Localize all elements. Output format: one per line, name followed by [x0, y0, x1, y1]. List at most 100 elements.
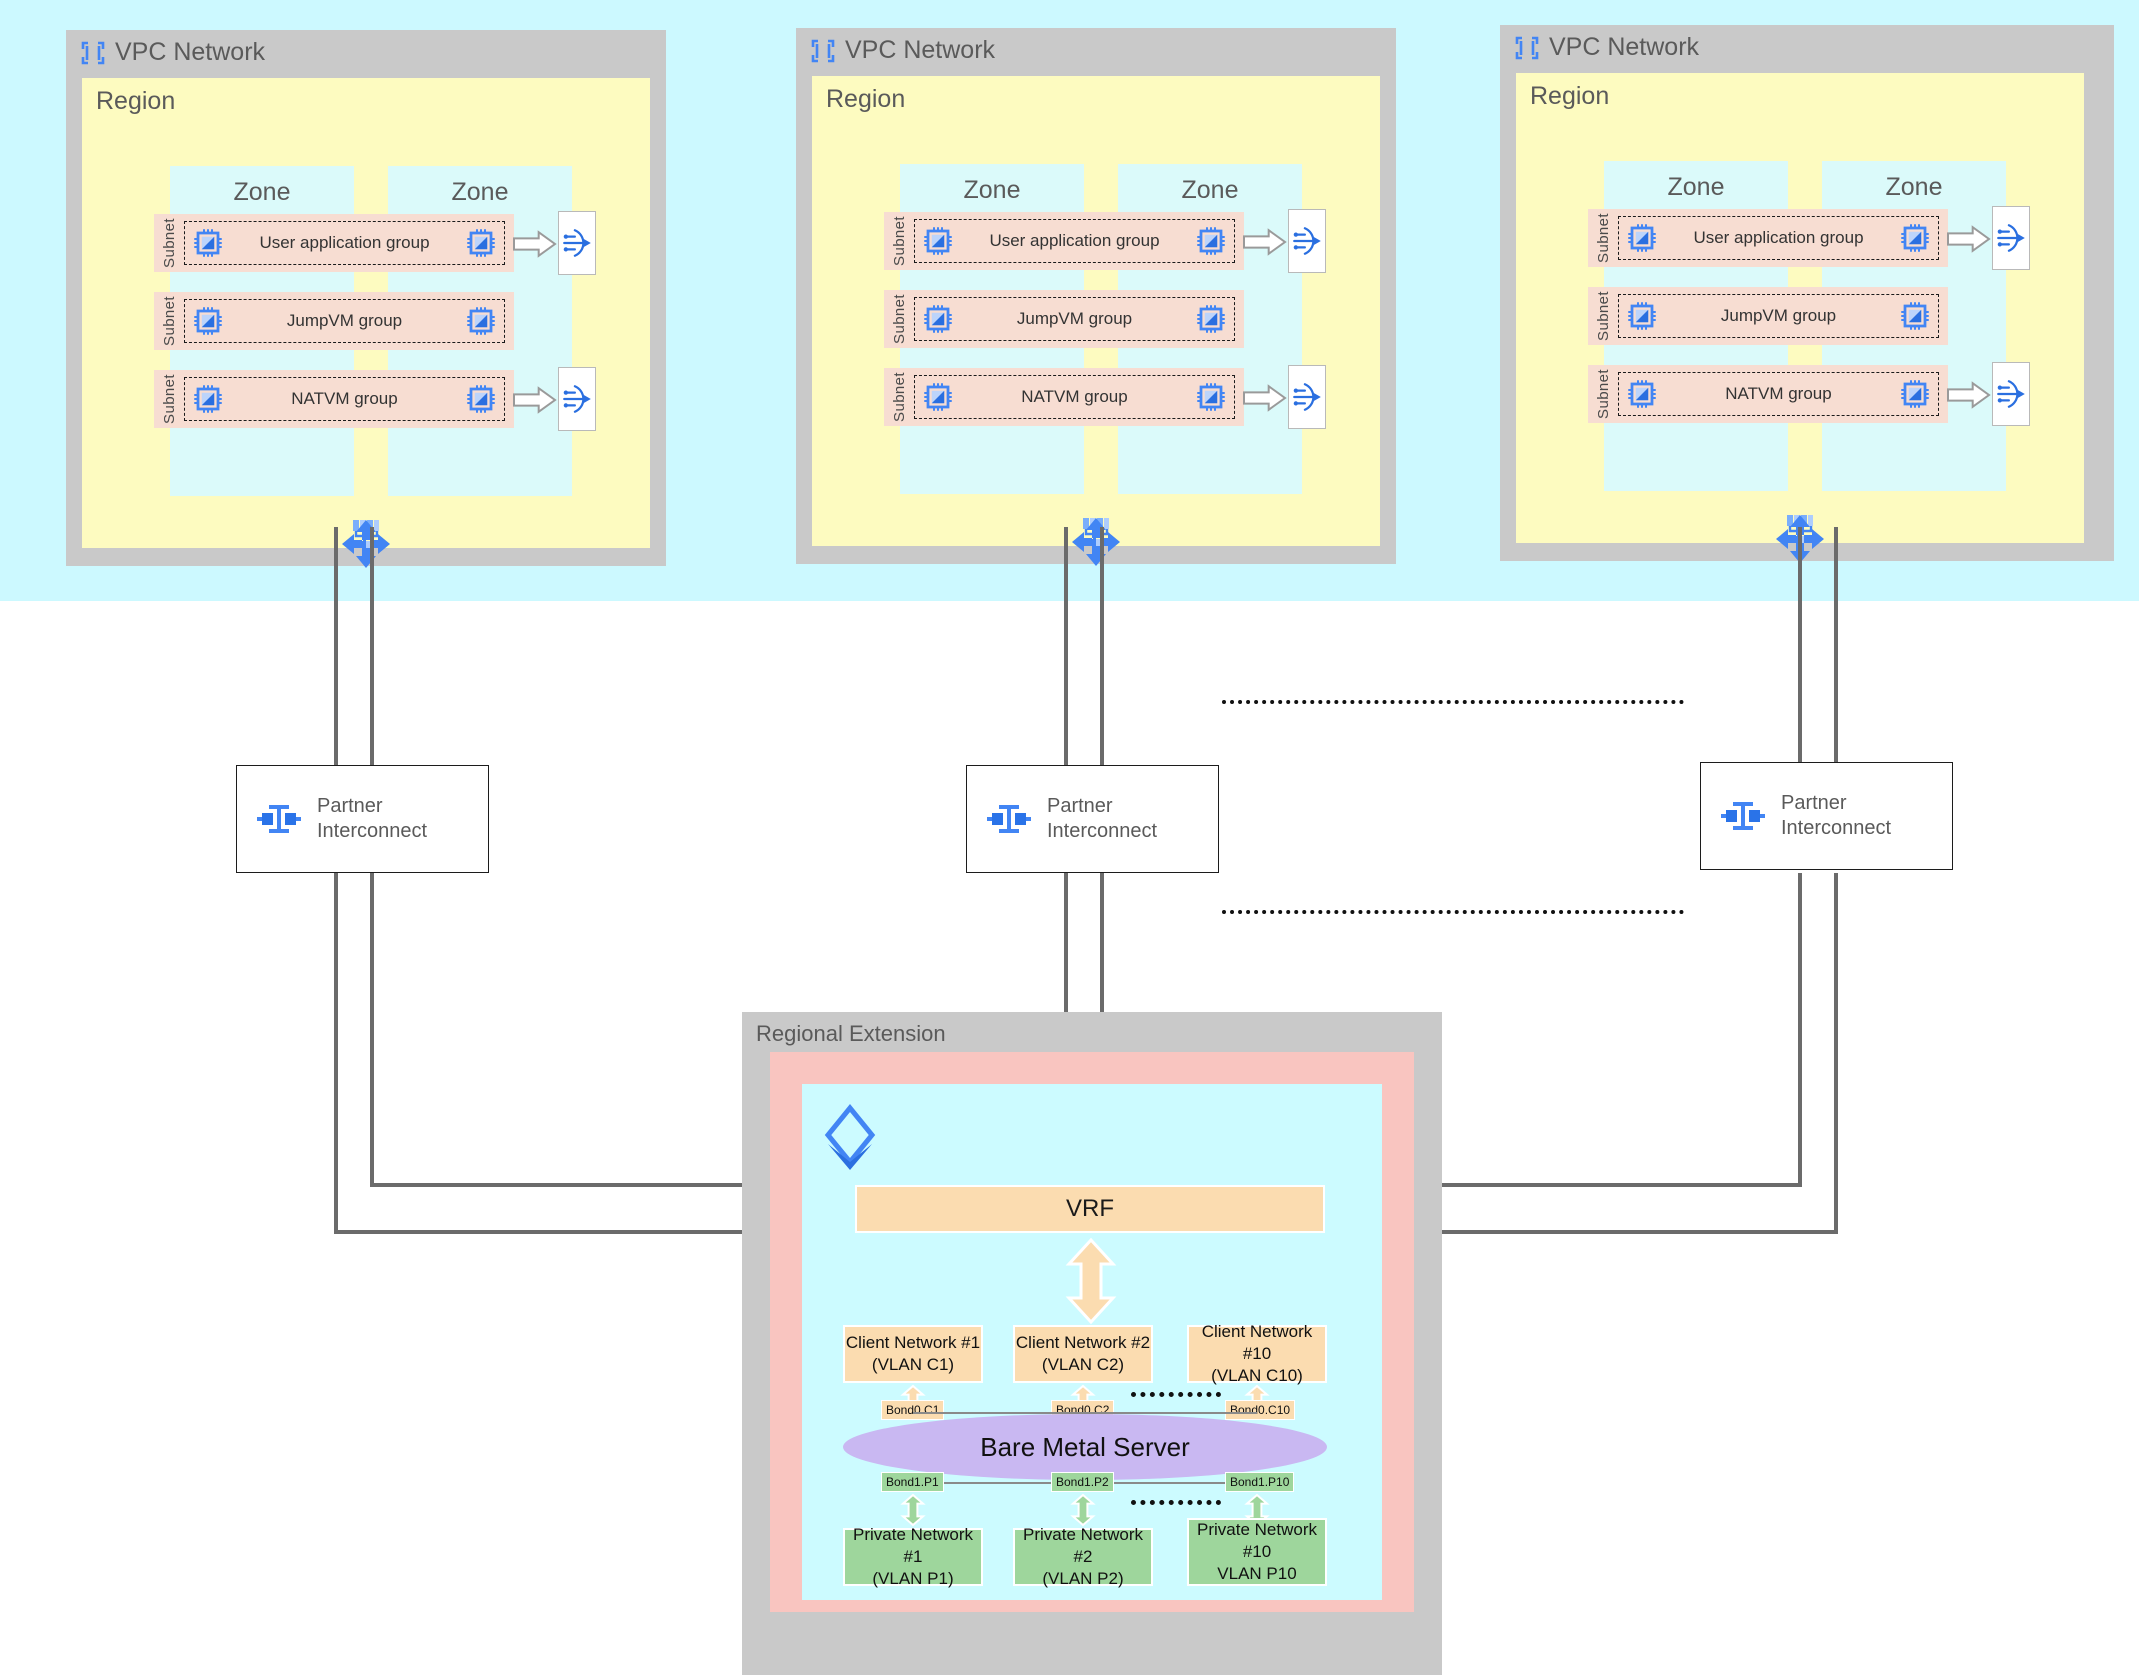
zone-label: Zone: [1181, 176, 1239, 204]
instance-group-label: JumpVM group: [1016, 309, 1133, 328]
vpc-title-row: VPC Network: [80, 38, 265, 67]
partner-interconnect-label-line2: Interconnect: [1047, 820, 1158, 842]
vpc-network-icon: [810, 38, 836, 64]
cloud-nat-gateway-box[interactable]: [558, 211, 596, 275]
private-network-link-arrow: [1070, 1493, 1096, 1527]
instance-group-2[interactable]: JumpVM group: [914, 297, 1235, 341]
cloud-nat-gateway-box[interactable]: [558, 367, 596, 431]
private-network-link-arrow: [900, 1493, 926, 1527]
bare-metal-server[interactable]: Bare Metal Server: [843, 1414, 1327, 1480]
egress-arrow: [512, 386, 558, 414]
private-network-name: Private Network: [1197, 1519, 1317, 1539]
instance-group-label: NATVM group: [291, 389, 398, 408]
vm-chip-icon: [1196, 304, 1226, 334]
bare-metal-server-label: Bare Metal Server: [980, 1431, 1190, 1462]
bond-label-private-2: Bond1.P2: [1051, 1472, 1114, 1492]
cloud-router-icon: [1070, 516, 1122, 568]
instance-group-1[interactable]: User application group: [1618, 216, 1939, 260]
vm-chip-icon: [193, 228, 223, 258]
client-network-1[interactable]: Client Network #1 (VLAN C1): [843, 1325, 983, 1383]
partner-interconnect-label-line1: Partner: [317, 795, 383, 817]
partner-interconnect-icon: [255, 799, 303, 839]
subnet-2: Subnet JumpVM group: [884, 290, 1244, 348]
vpc-network-icon: [80, 40, 106, 66]
instance-group-1[interactable]: User application group: [184, 221, 505, 265]
subnet-2: Subnet JumpVM group: [154, 292, 514, 350]
client-network-name: Client Network #10: [1201, 1321, 1313, 1363]
vm-chip-icon: [923, 304, 953, 334]
client-network-3[interactable]: Client Network #10(VLAN C10): [1187, 1322, 1327, 1385]
subnet-1: Subnet User application group: [154, 214, 514, 272]
partner-interconnect-label-line1: Partner: [1047, 795, 1113, 817]
zone-label: Zone: [233, 178, 291, 206]
cloud-nat-gateway-icon: [1290, 224, 1324, 258]
private-network-1[interactable]: Private Network #1(VLAN P1): [843, 1525, 983, 1588]
instance-group-label: NATVM group: [1021, 387, 1128, 406]
cloud-nat-gateway-icon: [560, 382, 594, 416]
bond-label-client-1: Bond0.C1: [881, 1400, 945, 1420]
vm-chip-icon: [466, 306, 496, 336]
zone-label: Zone: [451, 178, 509, 206]
cloud-nat-gateway-box[interactable]: [1288, 365, 1326, 429]
vm-chip-icon: [1627, 223, 1657, 253]
subnet-3: Subnet NATVM group: [154, 370, 514, 428]
vm-chip-icon: [1196, 382, 1226, 412]
instance-group-label: User application group: [989, 231, 1160, 250]
client-network-2[interactable]: Client Network #2(VLAN C2): [1013, 1325, 1153, 1383]
vpc-title: VPC Network: [115, 38, 266, 66]
cloud-nat-gateway-box[interactable]: [1288, 209, 1326, 273]
vpc-title: VPC Network: [845, 36, 996, 64]
region-continuation-dots-top: [1222, 700, 1684, 704]
instance-group-1[interactable]: User application group: [914, 219, 1235, 263]
zone-label: Zone: [1885, 173, 1943, 201]
subnet-3: Subnet NATVM group: [1588, 365, 1948, 423]
partner-interconnect-icon: [985, 799, 1033, 839]
client-network-vlan: (VLAN C1): [871, 1355, 955, 1374]
vm-chip-icon: [923, 382, 953, 412]
cloud-nat-gateway-box[interactable]: [1992, 362, 2030, 426]
zone-label: Zone: [1667, 173, 1725, 201]
cloud-nat-gateway-box[interactable]: [1992, 206, 2030, 270]
partner-interconnect-label-line2: Interconnect: [1781, 817, 1892, 839]
instance-group-2[interactable]: JumpVM group: [1618, 294, 1939, 338]
region-label: Region: [96, 87, 176, 115]
vpc-title-row: VPC Network: [1514, 33, 1699, 62]
instance-group-3[interactable]: NATVM group: [914, 375, 1235, 419]
subnet-1: Subnet User application group: [1588, 209, 1948, 267]
private-network-name: Private Network #2: [1023, 1524, 1143, 1566]
vm-chip-icon: [1900, 379, 1930, 409]
subnet-3: Subnet NATVM group: [884, 368, 1244, 426]
vm-chip-icon: [1627, 301, 1657, 331]
instance-group-3[interactable]: NATVM group: [1618, 372, 1939, 416]
instance-group-3[interactable]: NATVM group: [184, 377, 505, 421]
private-network-2[interactable]: Private Network #2(VLAN P2): [1013, 1525, 1153, 1588]
vpc-title: VPC Network: [1549, 33, 1700, 61]
egress-arrow: [1946, 225, 1992, 253]
egress-arrow: [512, 230, 558, 258]
private-network-ellipsis: [1131, 1500, 1221, 1505]
instance-group-label: NATVM group: [1725, 384, 1832, 403]
instance-group-2[interactable]: JumpVM group: [184, 299, 505, 343]
cloud-nat-gateway-icon: [560, 226, 594, 260]
egress-arrow: [1242, 228, 1288, 256]
subnet-1: Subnet User application group: [884, 212, 1244, 270]
partner-interconnect-label-line2: Interconnect: [317, 820, 428, 842]
vrf-box[interactable]: VRF: [855, 1185, 1325, 1233]
bond-label-private-3: Bond1.P10: [1225, 1472, 1295, 1492]
vm-chip-icon: [466, 228, 496, 258]
bare-metal-solution-icon: [818, 1104, 882, 1176]
client-network-vlan: (VLAN C2): [1041, 1355, 1125, 1374]
client-network-name: Client Network #1: [845, 1332, 981, 1352]
regional-extension-label: Regional Extension: [756, 1021, 946, 1046]
